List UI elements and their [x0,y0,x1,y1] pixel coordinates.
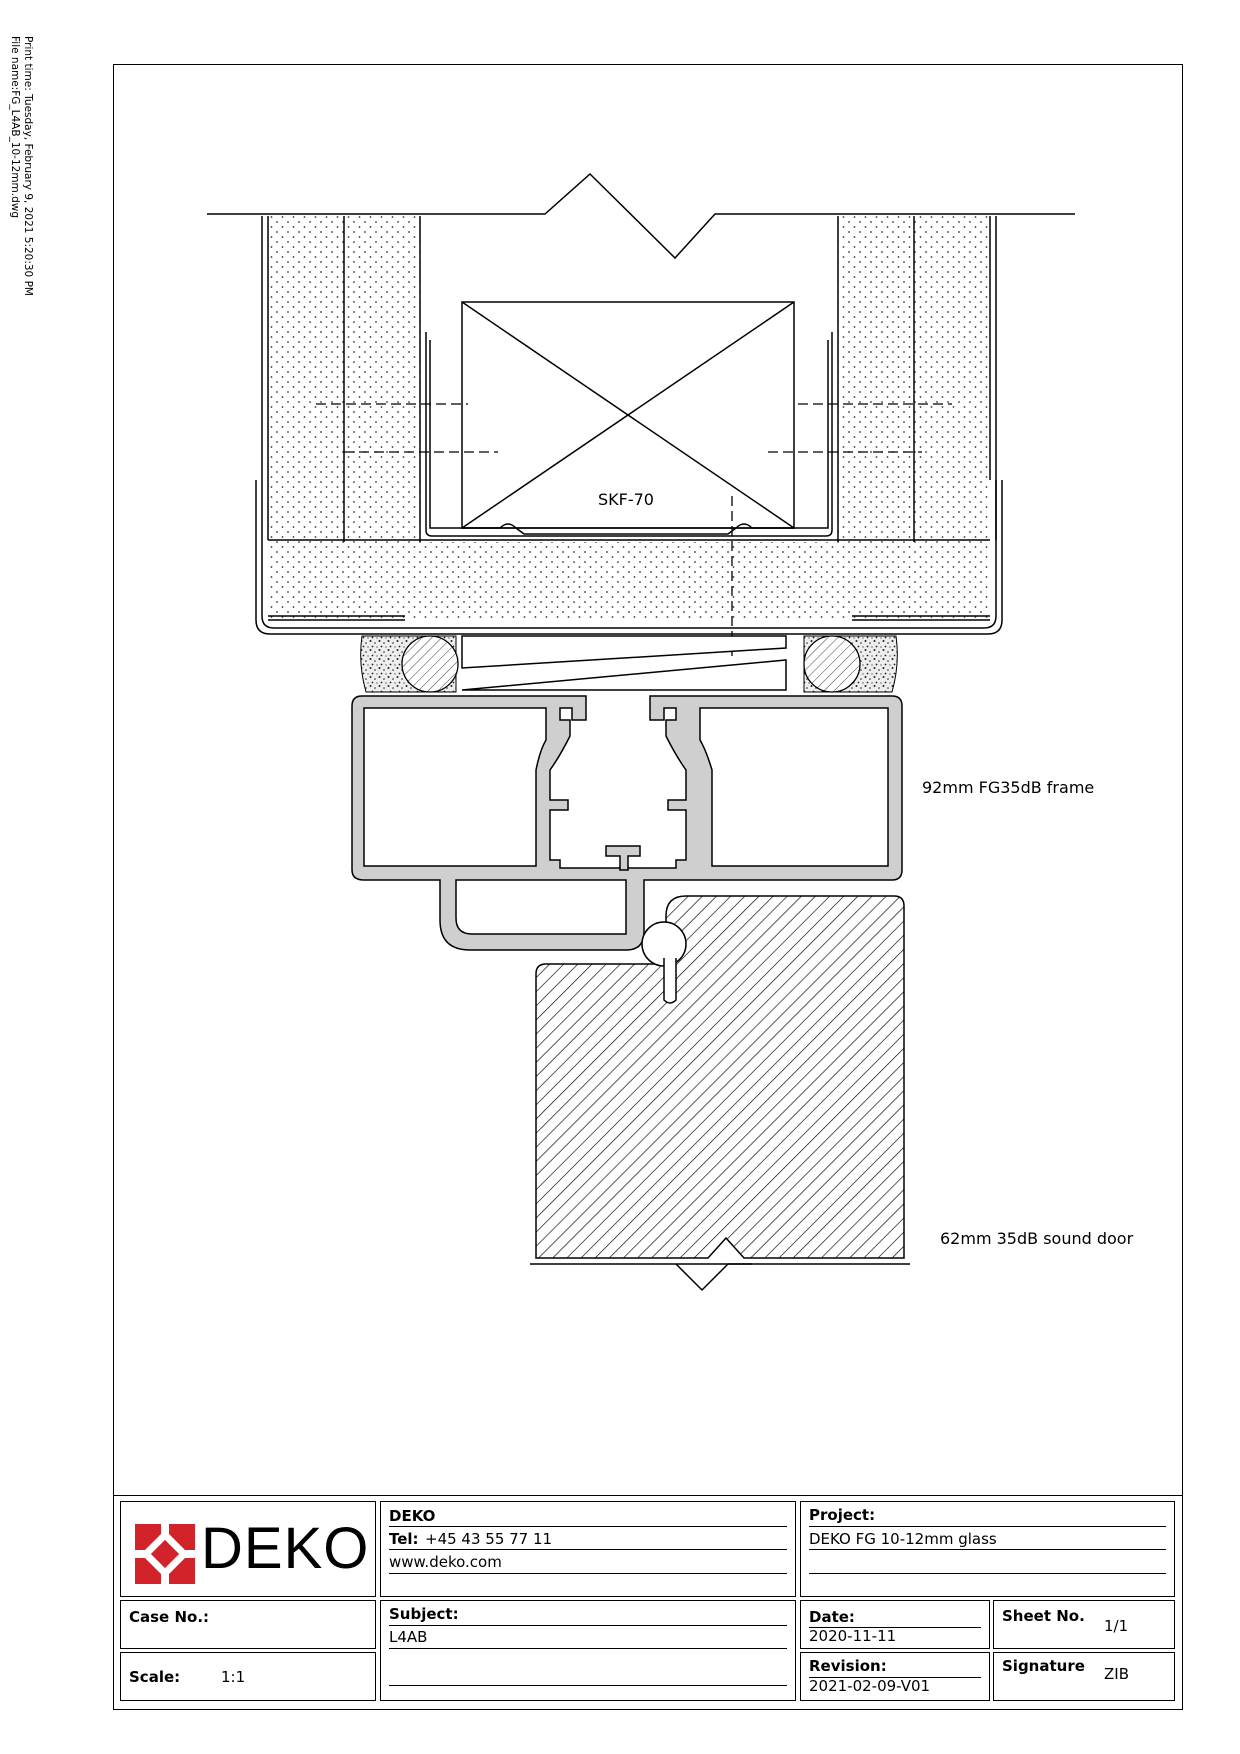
hidden-lines [316,403,952,656]
frame-label: 92mm FG35dB frame [922,778,1095,797]
title-block-divider [113,1495,1183,1496]
revision-box: Revision: 2021-02-09-V01 [800,1652,990,1701]
date-value: 2020-11-11 [809,1627,897,1645]
tel-label: Tel: [389,1530,419,1548]
scale-box: Scale: 1:1 [120,1652,376,1701]
subject-box: Subject: L4AB [380,1600,796,1701]
sheet-box: Sheet No. 1/1 [993,1600,1175,1649]
scale-value: 1:1 [221,1668,246,1686]
revision-value: 2021-02-09-V01 [809,1677,931,1695]
signature-box: Signature ZIB [993,1652,1175,1701]
logo-box: DEKO [120,1501,376,1597]
logo-text: DEKO [201,1516,370,1581]
subject-label: Subject: [389,1605,459,1623]
website: www.deko.com [389,1553,502,1571]
sheet-value: 1/1 [1104,1617,1129,1635]
project-value: DEKO FG 10-12mm glass [809,1530,997,1548]
drawing-sheet [113,64,1183,1710]
tel-value: +45 43 55 77 11 [425,1530,553,1548]
scale-label: Scale: [129,1668,181,1686]
revision-label: Revision: [809,1657,887,1675]
sealant [360,635,898,693]
case-label: Case No.: [129,1608,210,1626]
wall-break-line [207,172,1075,260]
project-label: Project: [809,1506,876,1524]
door-label: 62mm 35dB sound door [940,1229,1134,1248]
company-name: DEKO [389,1507,436,1525]
subject-value: L4AB [389,1628,428,1646]
wedge-shims [461,635,787,691]
sheet-label: Sheet No. [1002,1607,1085,1625]
deko-logo-icon [135,1524,195,1584]
signature-label: Signature [1002,1657,1085,1675]
date-box: Date: 2020-11-11 [800,1600,990,1649]
block-label: SKF-70 [598,490,654,509]
case-box: Case No.: [120,1600,376,1649]
project-box: Project: DEKO FG 10-12mm glass [800,1501,1175,1597]
door-leaf [530,895,910,1292]
aluminium-frame-profile [351,695,903,951]
glazing-casing [255,216,1003,635]
signature-value: ZIB [1104,1665,1129,1683]
insulation-panels [270,216,990,618]
skf70-block [461,301,795,535]
date-label: Date: [809,1608,855,1626]
company-box: DEKO Tel: +45 43 55 77 11 www.deko.com [380,1501,796,1597]
